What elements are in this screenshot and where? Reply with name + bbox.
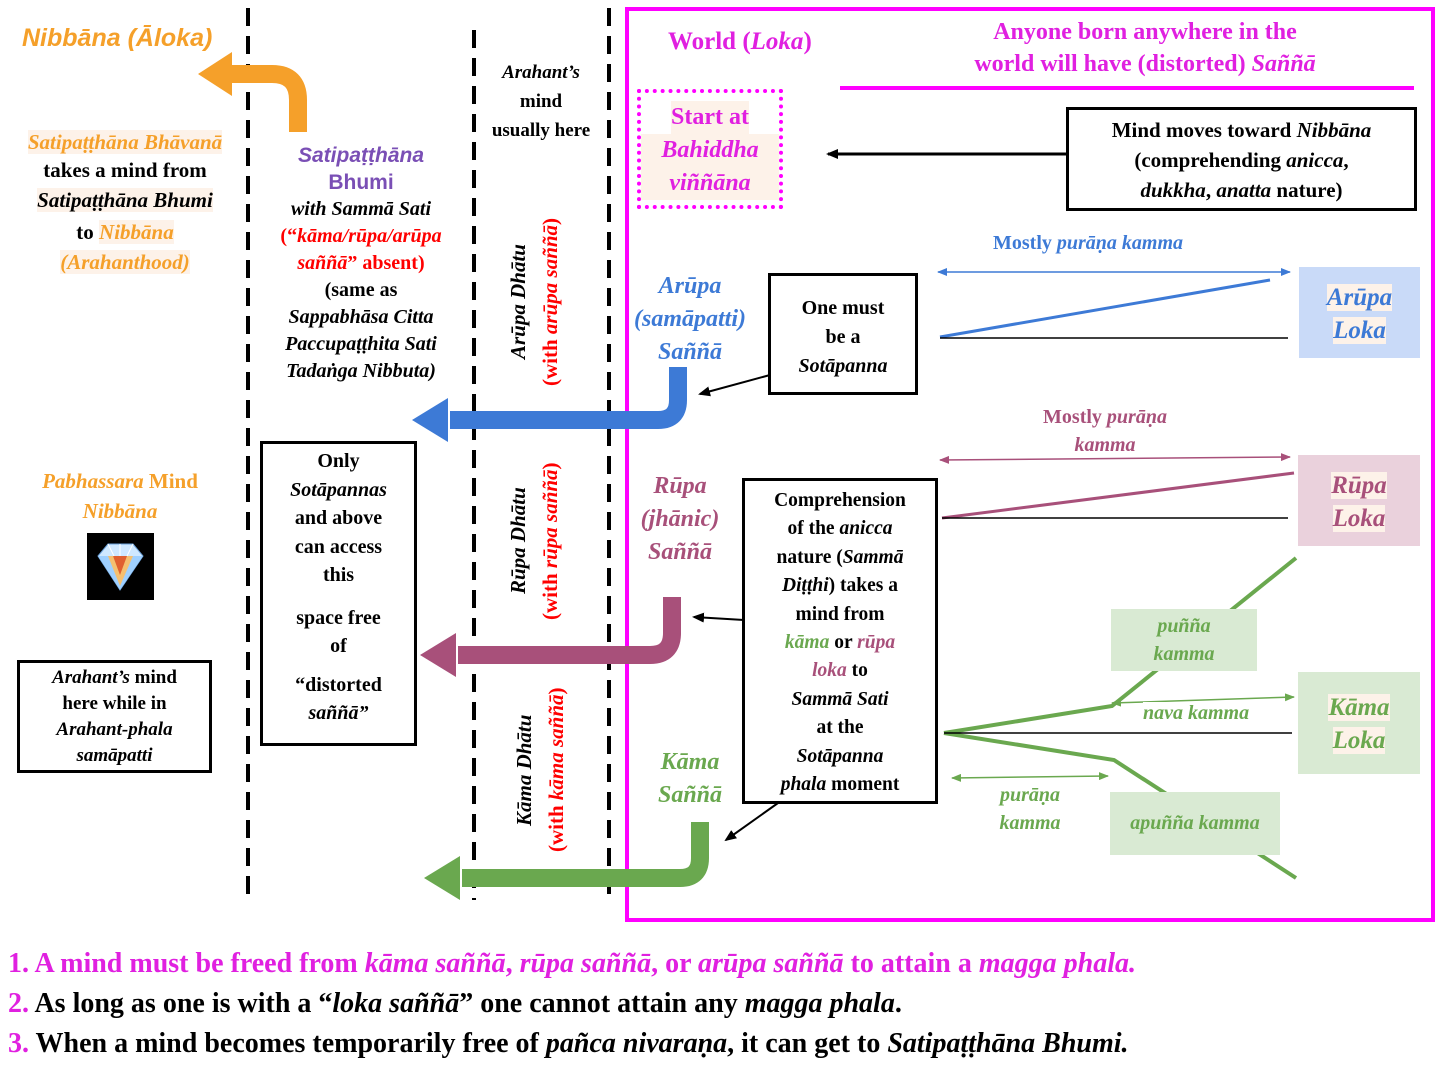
rupa-rising-line	[941, 471, 1295, 520]
nibbana-arrow	[230, 65, 307, 132]
notes-section: 1. A mind must be freed from kāma saññā,…	[8, 944, 1428, 1064]
note-2: 2. As long as one is with a “loka saññā”…	[8, 988, 902, 1019]
mostly-purana-kamma-2: Mostly purāṇa kamma	[1043, 406, 1167, 456]
nibbana-aloka-label: Nibbāna (Āloka)	[22, 24, 213, 52]
nava-kamma-label: nava kamma	[1143, 702, 1250, 725]
kama-loka-box: Kāma Loka	[1298, 672, 1420, 774]
sotapanna-arrow	[698, 374, 771, 397]
start-box: Start at Bahiddha viññāna	[637, 89, 783, 209]
purana-kamma-label: purāṇa kamma	[999, 784, 1061, 834]
rupa-dhatu-label: Rūpa Dhātu (with rūpa saññā)	[506, 462, 562, 620]
arupa-arrow	[450, 367, 687, 429]
world-box	[625, 7, 1435, 922]
arahant-usual-label: Arahant’s mind usually here	[491, 62, 591, 141]
comprehension-box: Comprehension of the anicca nature (Samm…	[742, 478, 938, 804]
satipatthana-bhumi-block: Satipaṭṭhāna Bhumi with Sammā Sati (“kām…	[280, 144, 442, 382]
world-title: World (Loka)	[668, 28, 812, 55]
note-3: 3. When a mind becomes temporarily free …	[8, 1028, 1129, 1059]
arupa-loka-box: Arūpa Loka	[1299, 267, 1420, 358]
sotapanna-box: One must be a Sotāpanna	[768, 273, 918, 395]
mind-moves-box: Mind moves toward Nibbāna (comprehending…	[1066, 107, 1417, 211]
comprehension-arrow-1	[692, 612, 745, 623]
rupa-arrow	[458, 597, 681, 664]
rupa-double-arrow	[939, 453, 1291, 464]
punna-kamma-box: puñña kamma	[1111, 609, 1257, 671]
kama-dhatu-label: Kāma Dhātu (with kāma saññā)	[512, 687, 568, 853]
apunna-kamma-box: apuñña kamma	[1110, 792, 1280, 855]
rupa-loka-box: Rūpa Loka	[1298, 455, 1420, 546]
only-sotapannas-box: Only Sotāpannas and above can access thi…	[260, 441, 417, 746]
kama-sanna-label: Kāma Saññā	[657, 749, 723, 808]
comprehension-arrow-2	[724, 802, 779, 842]
arahant-phala-box: Arahant’s mind here while in Arahant-pha…	[17, 660, 212, 773]
pabhassara-label: Pabhassara Mind Nibbāna	[42, 469, 198, 523]
mostly-purana-kamma-1: Mostly purāṇa kamma	[993, 232, 1184, 254]
kama-arrow	[462, 822, 709, 887]
note-1: 1. A mind must be freed from kāma saññā,…	[8, 948, 1136, 979]
anyone-born-label: Anyone born anywhere in the world will h…	[974, 19, 1316, 77]
rupa-sanna-label: Rūpa (jhānic) Saññā	[640, 473, 720, 565]
nava-arrow	[1111, 693, 1295, 707]
arupa-sanna-label: Arūpa (samāpatti) Saññā	[634, 273, 746, 365]
diamond-icon	[87, 533, 154, 600]
purana-arrow	[951, 772, 1109, 782]
left-description: Satipaṭṭhāna Bhāvanā takes a mind from S…	[27, 130, 223, 274]
arupa-dhatu-label: Arūpa Dhātu (with arūpa saññā)	[506, 217, 562, 387]
arupa-rising-line	[939, 278, 1271, 339]
